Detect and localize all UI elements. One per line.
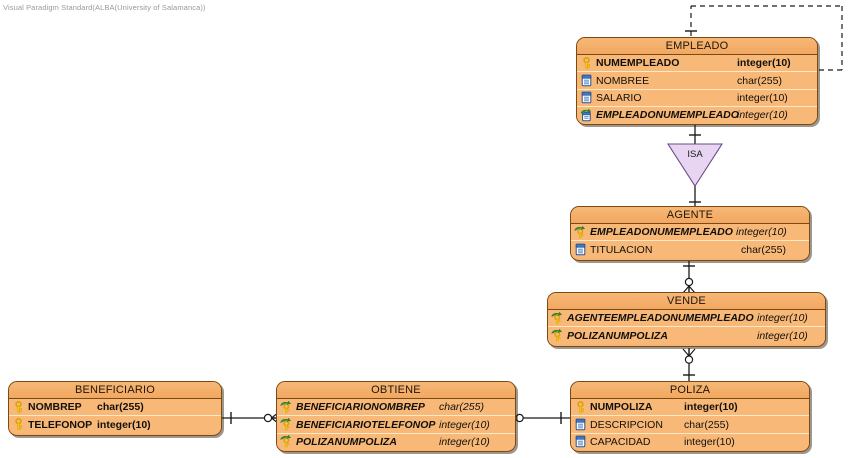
table-row[interactable]: BENEFICIARIOTELEFONOP integer(10) xyxy=(277,416,515,434)
primary-foreign-key-icon xyxy=(551,329,564,342)
column-type: integer(10) xyxy=(97,418,151,431)
table-row[interactable]: NUMEMPLEADO integer(10) xyxy=(577,55,817,73)
column-icon xyxy=(574,435,587,448)
column-icon xyxy=(580,91,593,104)
entity-obtiene[interactable]: OBTIENE BENEFICIARIONOMBREP char(255) xyxy=(276,381,516,452)
column-name: NOMBREP xyxy=(28,401,82,414)
column-name: AGENTEEMPLEADONUMEMPLEADO xyxy=(567,312,754,325)
column-name: EMPLEADONUMEMPLEADO xyxy=(596,109,739,122)
column-type: integer(10) xyxy=(737,57,791,70)
table-row[interactable]: NUMPOLIZA integer(10) xyxy=(571,399,809,417)
column-name: DESCRIPCION xyxy=(590,418,663,431)
column-name: CAPACIDAD xyxy=(590,435,651,448)
entity-agente-columns: EMPLEADONUMEMPLEADO integer(10) TITULACI… xyxy=(571,224,809,258)
column-type: char(255) xyxy=(684,418,729,431)
entity-beneficiario-title: BENEFICIARIO xyxy=(9,382,221,399)
entity-vende[interactable]: VENDE AGENTEEMPLEADONUMEMPLEADO integer(… xyxy=(547,292,826,347)
watermark-label: Visual Paradigm Standard(ALBA(University… xyxy=(3,3,206,12)
primary-foreign-key-icon xyxy=(280,418,293,431)
column-name: TITULACION xyxy=(590,243,653,256)
connector-obtiene-poliza[interactable] xyxy=(506,404,576,432)
entity-empleado-title: EMPLEADO xyxy=(577,38,817,55)
column-name: NUMPOLIZA xyxy=(590,401,653,414)
primary-key-icon xyxy=(12,418,25,431)
primary-foreign-key-icon xyxy=(574,225,587,239)
column-type: integer(10) xyxy=(684,401,738,414)
primary-key-icon xyxy=(580,56,593,70)
entity-beneficiario[interactable]: BENEFICIARIO NOMBREP char(255) xyxy=(8,381,222,436)
column-type: integer(10) xyxy=(684,435,735,448)
primary-key-icon xyxy=(12,400,25,414)
column-name: NUMEMPLEADO xyxy=(596,57,680,70)
column-type: char(255) xyxy=(741,243,786,256)
table-row[interactable]: NOMBREP char(255) xyxy=(9,399,221,417)
table-row[interactable]: TELEFONOP integer(10) xyxy=(9,416,221,432)
column-icon xyxy=(580,74,593,87)
isa-label: ISA xyxy=(687,149,703,160)
primary-foreign-key-icon xyxy=(551,311,564,325)
column-name: SALARIO xyxy=(596,91,642,104)
column-icon xyxy=(574,418,587,431)
column-type: char(255) xyxy=(737,74,782,87)
entity-vende-title: VENDE xyxy=(548,293,825,310)
primary-foreign-key-icon xyxy=(280,400,293,414)
column-type: char(255) xyxy=(97,401,144,414)
entity-obtiene-columns: BENEFICIARIONOMBREP char(255) BENEFICIAR… xyxy=(277,399,515,451)
column-name: POLIZANUMPOLIZA xyxy=(567,329,668,342)
foreign-key-icon xyxy=(580,108,593,122)
column-type: integer(10) xyxy=(439,418,490,431)
entity-agente-title: AGENTE xyxy=(571,207,809,224)
entity-vende-columns: AGENTEEMPLEADONUMEMPLEADO integer(10) PO… xyxy=(548,310,825,344)
column-icon xyxy=(574,243,587,256)
primary-key-icon xyxy=(574,400,587,414)
entity-agente[interactable]: AGENTE EMPLEADONUMEMPLEADO integer(10) xyxy=(570,206,810,261)
column-name: BENEFICIARIOTELEFONOP xyxy=(296,418,436,431)
table-row[interactable]: BENEFICIARIONOMBREP char(255) xyxy=(277,399,515,417)
column-type: char(255) xyxy=(439,401,484,414)
table-row[interactable]: TITULACION char(255) xyxy=(571,241,809,257)
connector-beneficiario-obtiene[interactable] xyxy=(218,404,284,432)
column-name: EMPLEADONUMEMPLEADO xyxy=(590,226,733,239)
table-row[interactable]: AGENTEEMPLEADONUMEMPLEADO integer(10) xyxy=(548,310,825,328)
column-name: BENEFICIARIONOMBREP xyxy=(296,401,425,414)
table-row[interactable]: POLIZANUMPOLIZA integer(10) xyxy=(548,327,825,343)
column-name: POLIZANUMPOLIZA xyxy=(296,435,397,448)
table-row[interactable]: CAPACIDAD integer(10) xyxy=(571,434,809,450)
column-name: TELEFONOP xyxy=(28,418,93,431)
table-row[interactable]: SALARIO integer(10) xyxy=(577,90,817,108)
column-type: integer(10) xyxy=(757,329,808,342)
connector-agente-vende[interactable] xyxy=(675,260,703,294)
column-type: integer(10) xyxy=(736,226,787,239)
entity-poliza[interactable]: POLIZA NUMPOLIZA integer(10) xyxy=(570,381,810,452)
table-row[interactable]: POLIZANUMPOLIZA integer(10) xyxy=(277,434,515,450)
entity-obtiene-title: OBTIENE xyxy=(277,382,515,399)
table-row[interactable]: DESCRIPCION char(255) xyxy=(571,416,809,434)
isa-generalization[interactable]: ISA xyxy=(665,142,725,188)
primary-foreign-key-icon xyxy=(280,435,293,448)
entity-poliza-columns: NUMPOLIZA integer(10) DESCRIPCION char(2… xyxy=(571,399,809,451)
column-type: integer(10) xyxy=(439,435,490,448)
column-type: integer(10) xyxy=(737,91,788,104)
entity-empleado[interactable]: EMPLEADO NUMEMPLEADO integer(10) xyxy=(576,37,818,125)
entity-empleado-columns: NUMEMPLEADO integer(10) NOMBREE char(255… xyxy=(577,55,817,124)
connector-vende-poliza[interactable] xyxy=(675,346,703,382)
entity-poliza-title: POLIZA xyxy=(571,382,809,399)
table-row[interactable]: EMPLEADONUMEMPLEADO integer(10) xyxy=(571,224,809,242)
table-row[interactable]: EMPLEADONUMEMPLEADO integer(10) xyxy=(577,107,817,123)
entity-beneficiario-columns: NOMBREP char(255) TELEFONOP integer(10) xyxy=(9,399,221,433)
column-type: integer(10) xyxy=(737,109,788,122)
column-name: NOMBREE xyxy=(596,74,650,87)
table-row[interactable]: NOMBREE char(255) xyxy=(577,72,817,90)
column-type: integer(10) xyxy=(757,312,808,325)
